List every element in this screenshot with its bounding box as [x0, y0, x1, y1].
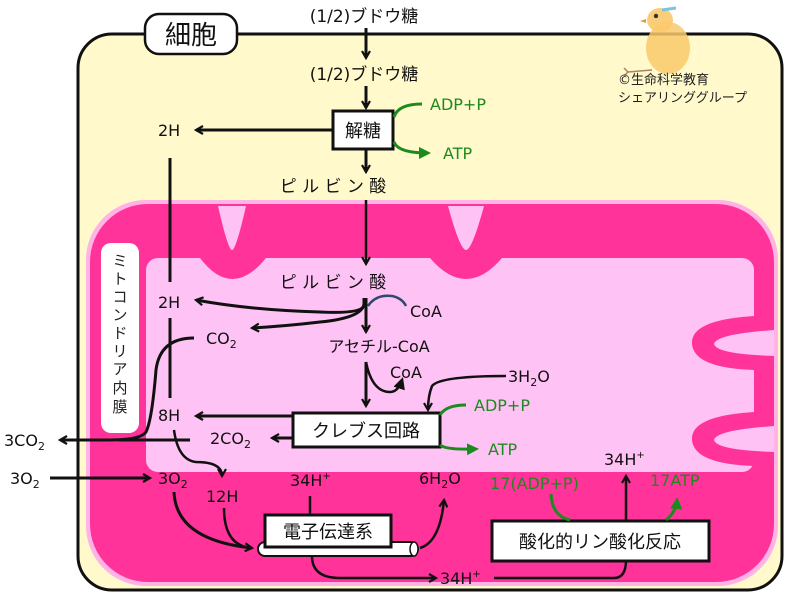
cell-title: 細胞 — [165, 21, 217, 51]
h34-bottom-label: 34H+ — [440, 569, 481, 588]
green-arc-krebs — [438, 403, 467, 416]
krebs-8h-label: 8H — [158, 406, 180, 425]
glycolysis-label: 解糖 — [345, 121, 381, 142]
glucose-inside-label: (1/2)ブドウ糖 — [310, 64, 419, 85]
krebs-cycle-box — [291, 411, 442, 449]
svg-text:膜: 膜 — [112, 398, 127, 416]
arrow-etc-to-h2o — [419, 500, 444, 550]
crista-right-2-inner — [714, 426, 774, 452]
h2o-6-label: 6H2O — [419, 469, 461, 491]
svg-text:ン: ン — [112, 306, 127, 324]
credit-line-1: ©生命科学教育 — [618, 72, 709, 88]
svg-text:リ: リ — [112, 342, 127, 360]
glycolysis-atp-label: ATP — [443, 144, 472, 163]
krebs-atp-label: ATP — [488, 440, 517, 459]
h12-label: 12H — [206, 487, 238, 506]
coa-in-curve — [366, 294, 408, 307]
oxphos-h34-label: 34H+ — [604, 450, 645, 469]
glycolysis-box — [331, 109, 395, 151]
matrix-3o2-label: 3O2 — [158, 469, 188, 491]
arrow-etc-h-pump — [310, 555, 436, 578]
oxphos-box — [490, 519, 711, 563]
green-arc-oxphos — [549, 493, 571, 522]
glycolysis-adp-label: ADP+P — [430, 95, 486, 114]
arrow-pyruvate-co2 — [252, 303, 366, 328]
svg-text:ミ: ミ — [112, 252, 127, 270]
svg-text:ト: ト — [112, 270, 127, 288]
inner-membrane-label: ミ ト コ ン ド リ ア 内 膜 — [112, 252, 127, 416]
out-3co2-label: 3CO2 — [4, 431, 45, 453]
crista-right-1-inner — [714, 330, 774, 356]
etc-box — [263, 513, 393, 549]
arrow-8h-to-12h — [172, 429, 222, 476]
h34-top-label: 34H+ — [290, 471, 331, 490]
green-arc-glycolysis — [392, 102, 423, 118]
oxphos-atp-label: 17ATP — [650, 471, 700, 490]
etc-label: 電子伝達系 — [283, 522, 373, 543]
glucose-outside-label: (1/2)ブドウ糖 — [310, 6, 419, 27]
svg-text:ド: ド — [112, 324, 127, 342]
pyruvate-matrix-label: ピ ル ビ ン 酸 — [280, 273, 387, 293]
h2o-3-label: 3H2O — [508, 367, 550, 389]
oxphos-label: 酸化的リン酸化反応 — [519, 532, 681, 553]
krebs-cycle-label: クレブス回路 — [312, 420, 420, 442]
arrow-pyruvate-2h — [196, 298, 366, 314]
crista-top-2-inner — [448, 206, 484, 250]
arrow-h2o-to-krebs — [428, 374, 507, 410]
arrow-coa-release — [364, 361, 405, 394]
coa-out-label: CoA — [390, 363, 422, 382]
svg-text:内: 内 — [112, 379, 127, 397]
coa-in-label: CoA — [410, 302, 442, 321]
green-arrow-oxphos-atp — [665, 497, 683, 522]
glycolysis-2h-label: 2H — [158, 121, 180, 140]
svg-text:ア: ア — [112, 360, 127, 378]
oxphos-adp-label: 17(ADP+P) — [490, 474, 579, 493]
credit-line-2: シェアリンググループ — [618, 91, 747, 106]
green-arrow-krebs-atp — [439, 443, 479, 456]
crista-top-1-inner — [218, 206, 246, 250]
arrow-o2-to-etc — [172, 491, 252, 548]
inner-membrane-label-box — [101, 243, 139, 433]
arrow-12h-to-etc — [222, 507, 253, 550]
acetyl-coa-label: アセチル-CoA — [328, 337, 429, 356]
chick-mascot-icon — [623, 6, 690, 77]
svg-text:コ: コ — [112, 288, 127, 306]
krebs-adp-label: ADP+P — [474, 396, 530, 415]
matrix-2h-label: 2H — [158, 293, 180, 312]
krebs-2co2-label: 2CO2 — [210, 429, 251, 451]
co2-label: CO2 — [206, 329, 237, 351]
pyruvate-cytoplasm-label: ピ ル ビ ン 酸 — [280, 177, 387, 197]
cell-title-tab: 細胞 — [143, 12, 239, 56]
green-arrow-glycolysis-atp — [392, 141, 431, 159]
in-3o2-label: 3O2 — [10, 469, 40, 491]
